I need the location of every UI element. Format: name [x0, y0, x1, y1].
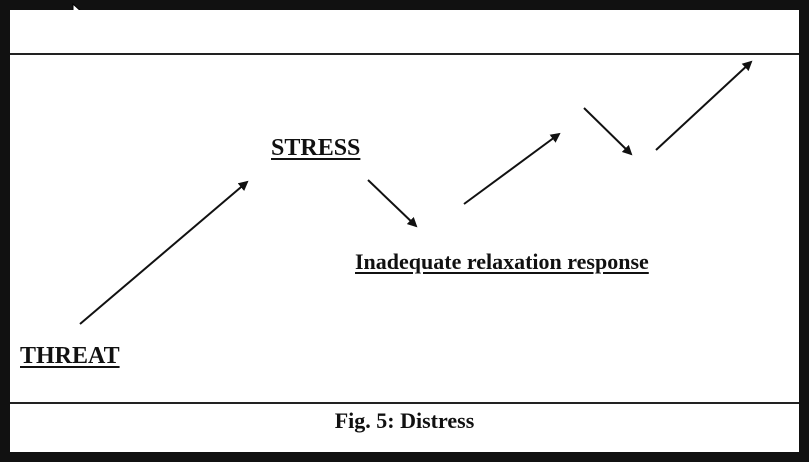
arrow-stress-down — [367, 179, 418, 228]
arrow-threat-to-stress — [79, 180, 249, 325]
arrows-layer — [79, 60, 753, 325]
arrow-drop-2 — [583, 107, 633, 156]
arrow-rise-final — [655, 60, 753, 151]
figure-frame: STRESS Inadequate relaxation response TH… — [10, 10, 799, 452]
node-threat: THREAT — [20, 343, 120, 369]
top-rule — [10, 53, 799, 55]
bottom-rule — [10, 402, 799, 404]
arrow-rise-1 — [463, 132, 561, 205]
node-inadequate-relaxation: Inadequate relaxation response — [355, 249, 649, 274]
figure-caption: Fig. 5: Distress — [334, 408, 475, 433]
node-stress: STRESS — [271, 135, 361, 161]
